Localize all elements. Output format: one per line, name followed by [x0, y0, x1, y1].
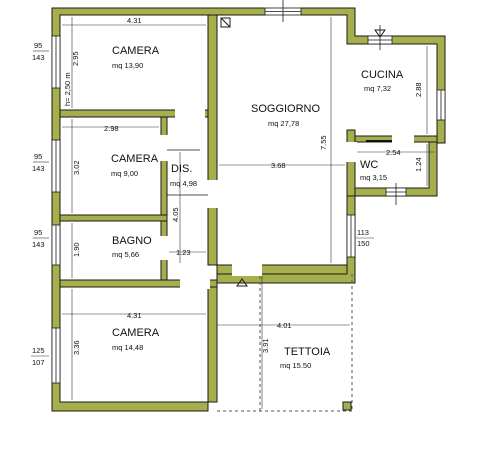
window-symbols — [51, 0, 446, 384]
dim-wc-width: 2.54 — [386, 148, 401, 157]
dim-ceiling-height: h= 2,50 m — [63, 72, 72, 106]
dim-cucina-depth: 2.88 — [414, 82, 423, 97]
dim-dis-depth: 4.05 — [171, 207, 180, 222]
dim-wc-depth: 1.24 — [414, 157, 423, 172]
dimension-lines — [62, 17, 435, 409]
wc-name: WC — [360, 159, 378, 171]
entrance-arrows — [236, 29, 386, 287]
wall-camera1-camera2 — [59, 109, 209, 118]
dim-camera2-width: 2.98 — [104, 124, 119, 133]
cucina-area: mq 7,32 — [364, 84, 391, 93]
tettoia-post — [342, 401, 352, 411]
svg-text:125: 125 — [32, 346, 45, 355]
wall-bagno-camera3 — [59, 279, 218, 288]
door-bagno — [159, 236, 169, 260]
svg-text:95: 95 — [34, 41, 42, 50]
wall-camera2-dis — [160, 116, 168, 218]
wall-camera1-soggiorno — [207, 14, 218, 266]
dim-dis-width: 1.23 — [176, 248, 191, 257]
dim-camera3-width: 4.31 — [127, 311, 142, 320]
soggiorno-area: mq 27,78 — [268, 119, 299, 128]
dis-area: mq 4,98 — [170, 179, 197, 188]
svg-text:107: 107 — [32, 358, 45, 367]
dim-camera1-width: 4.31 — [127, 16, 142, 25]
wall-cucina-soggiorno — [346, 129, 356, 197]
door-cucina — [345, 142, 357, 162]
dim-camera1-depth: 2.95 — [71, 51, 80, 66]
cucina-name: CUCINA — [361, 69, 404, 81]
wall-camera2-bagno — [59, 214, 168, 222]
dim-soggiorno-depth: 7.55 — [319, 135, 328, 150]
dim-soggiorno-width: 3.68 — [271, 161, 286, 170]
camera3-name: CAMERA — [112, 327, 160, 339]
exterior-wall — [51, 7, 446, 412]
svg-text:113: 113 — [357, 228, 369, 237]
wc-area: mq 3,15 — [360, 173, 387, 182]
tettoia-outline — [217, 274, 353, 412]
door-camera2 — [159, 135, 169, 161]
wall-soggiorno-tettoia — [216, 264, 348, 275]
svg-text:95: 95 — [34, 152, 42, 161]
svg-text:150: 150 — [357, 239, 370, 248]
svg-text:143: 143 — [32, 164, 45, 173]
soggiorno-name: SOGGIORNO — [251, 103, 321, 115]
tettoia-area: mq 15.50 — [280, 361, 311, 370]
tettoia-name: TETTOIA — [284, 346, 331, 358]
dim-tettoia-depth: 3.91 — [261, 338, 270, 353]
opening-labels: 95 143 95 143 95 143 125 107 113 150 — [31, 41, 374, 367]
door-wc-pass — [392, 134, 414, 144]
dim-tettoia-width: 4.01 — [277, 321, 292, 330]
door-soggiorno-tettoia — [232, 263, 262, 276]
dis-name: DIS. — [171, 163, 192, 175]
door-soggiorno-dis — [206, 180, 219, 208]
camera1-name: CAMERA — [112, 45, 160, 57]
dim-camera2-depth: 3.02 — [72, 160, 81, 175]
door-camera1 — [175, 108, 205, 119]
bagno-area: mq 5,66 — [112, 250, 139, 259]
svg-text:143: 143 — [32, 240, 45, 249]
svg-text:95: 95 — [34, 228, 42, 237]
camera2-name: CAMERA — [111, 153, 159, 165]
camera3-area: mq 14,48 — [112, 343, 143, 352]
dim-bagno-depth: 1.90 — [72, 242, 81, 257]
bagno-name: BAGNO — [112, 235, 152, 247]
camera2-area: mq 9,00 — [111, 169, 138, 178]
dim-camera3-depth: 3.36 — [72, 340, 81, 355]
svg-text:143: 143 — [32, 53, 45, 62]
door-camera3 — [180, 278, 210, 289]
camera1-area: mq 13,90 — [112, 61, 143, 70]
